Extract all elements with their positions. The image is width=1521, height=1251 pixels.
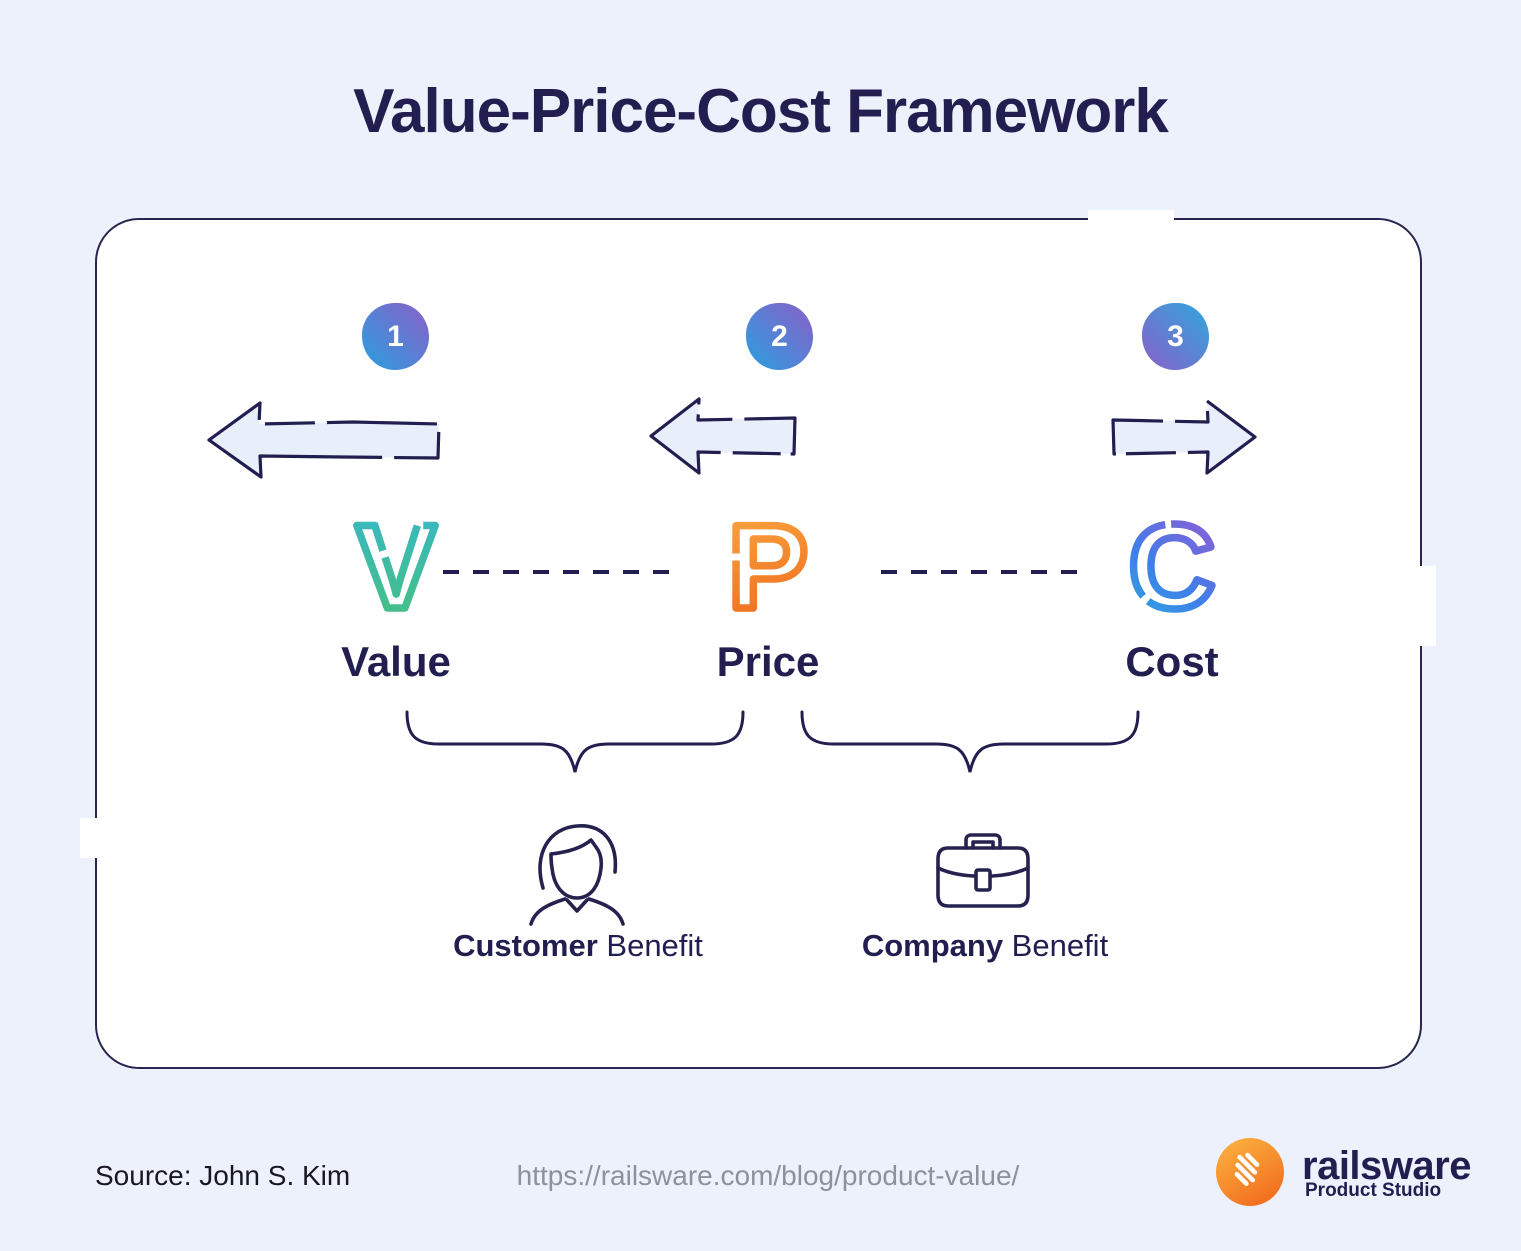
railsware-logo-mark: [1234, 1152, 1260, 1186]
step-2-number: 2: [771, 319, 788, 353]
letter-p: P: [728, 508, 808, 633]
letter-v: V: [356, 508, 436, 633]
letter-v-icon: V: [352, 508, 440, 633]
source-credit: Source: John S. Kim: [95, 1160, 351, 1191]
brand-subtitle: Product Studio: [1305, 1180, 1442, 1201]
benefit-rest-word: Benefit: [597, 928, 703, 963]
step-1-badge: 1: [362, 303, 429, 370]
brand-name: railsware: [1302, 1144, 1471, 1188]
letter-c-icon: C: [1125, 508, 1219, 633]
article-url: https://railsware.com/blog/product-value…: [516, 1160, 1020, 1191]
panel-border-gap-right: [1406, 566, 1436, 646]
benefit-rest-word: Benefit: [1003, 928, 1109, 963]
railsware-logo-icon: [1216, 1138, 1284, 1206]
cost-label: Cost: [1125, 638, 1219, 685]
benefit-bold-word: Company: [861, 928, 1004, 963]
step-2-badge: 2: [746, 303, 813, 370]
briefcase-icon: [936, 833, 1030, 908]
letter-c: C: [1129, 508, 1216, 633]
step-3-number: 3: [1167, 319, 1184, 353]
arrow-left-icon: [649, 397, 797, 475]
company-benefit-label: Company Benefit: [862, 928, 1108, 964]
page-title: Value-Price-Cost Framework: [353, 77, 1169, 146]
person-icon: [529, 824, 625, 926]
letter-p-icon: P: [724, 508, 812, 633]
panel-border-gap-left: [80, 818, 110, 858]
brace-icon: [405, 710, 745, 773]
benefit-bold-word: Customer: [453, 928, 598, 963]
dashed-connector: [881, 570, 1081, 574]
price-label: Price: [716, 638, 820, 685]
brace-icon: [800, 710, 1140, 773]
value-label: Value: [341, 638, 451, 685]
step-1-number: 1: [387, 319, 404, 353]
dashed-connector: [443, 570, 681, 574]
panel-border-gap-top: [1088, 210, 1174, 232]
step-3-badge: 3: [1142, 303, 1209, 370]
customer-benefit-label: Customer Benefit: [453, 928, 703, 964]
arrow-left-icon: [207, 401, 441, 479]
arrow-right-icon: [1111, 399, 1257, 475]
